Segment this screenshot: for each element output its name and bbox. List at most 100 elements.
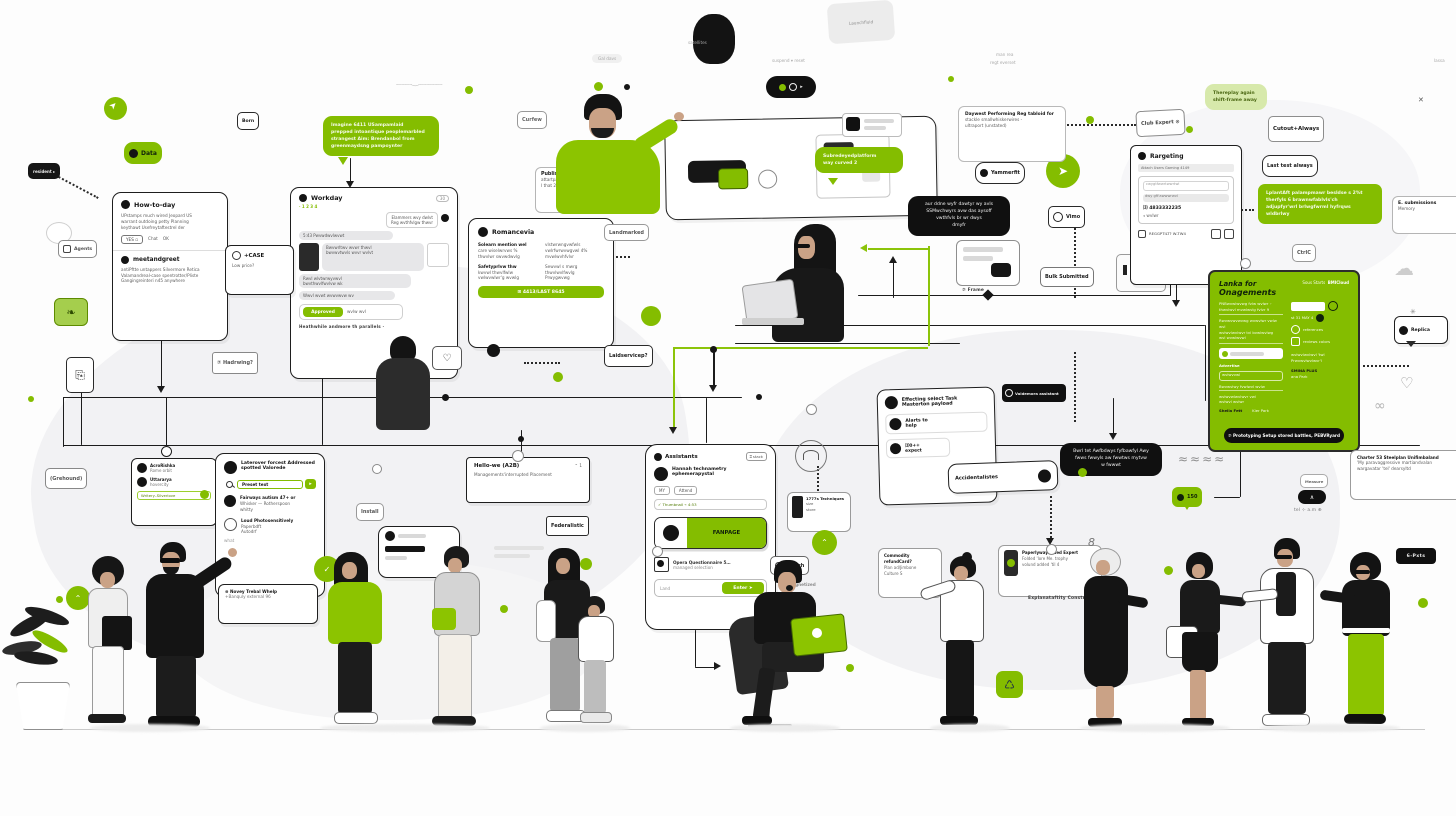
esub-line: Memory xyxy=(1398,206,1416,211)
rom-cell: kwvwl thwvlfwlw xyxy=(478,269,514,275)
person-walking-bag xyxy=(426,546,492,730)
rom-cell: care wiselwrvws % xyxy=(478,247,518,253)
behind-board-head xyxy=(693,14,735,64)
chat-bubble: 5:43 Pwvwdwvlwvwt xyxy=(299,231,393,240)
man-rea-caption: man rea xyxy=(996,52,1014,57)
peter-phone-thumb xyxy=(1004,550,1018,576)
howto-yes-button: YES ▫ xyxy=(121,234,144,244)
panel-elbow xyxy=(1214,497,1240,498)
ftts-card: 1777s Techniques size store xyxy=(787,492,851,532)
links-rsig: SMINA PLUS xyxy=(1291,368,1318,374)
legs xyxy=(156,656,196,718)
plant-pot xyxy=(16,682,70,730)
chat-bubble: Wwvl wvwt wvwvwvw wv xyxy=(299,291,395,300)
torso xyxy=(556,140,660,214)
arrow-bubble1 xyxy=(346,181,354,188)
targeting-checkbox xyxy=(1138,229,1146,238)
lime-dot xyxy=(28,396,34,402)
leaf-tile: ❧ xyxy=(54,298,88,326)
black-quote-card: aur ddne wyfr dawtyr wy avls SSMwchwyrs … xyxy=(908,196,1010,236)
assistants-item: Opera Questionnaire 5… xyxy=(673,559,731,565)
howto-icon xyxy=(121,200,130,209)
curfew-line: Charter 53 Steelplan Unifimbaland xyxy=(1357,455,1439,460)
assistants-phone-card: Assistants ⌗ stack Hannah technametry ep… xyxy=(645,444,776,630)
yammerfit-pill: Yammerfit xyxy=(975,162,1025,184)
blacknote-drop xyxy=(1113,398,1114,436)
note-line: Bwrl tet Awfbdwys fyfbawfyl Awy xyxy=(1073,449,1149,454)
assistants-field: Land xyxy=(660,585,671,591)
person-seated-laptop xyxy=(722,560,848,730)
jacket xyxy=(536,600,556,642)
hadrwing-box: ⑦ Hadrwing? xyxy=(212,352,258,374)
media-bar xyxy=(398,534,426,538)
workday-footer: Heathwhile andmore th parallels ∙ xyxy=(299,324,385,329)
lasttest-pill: Last test always xyxy=(1262,155,1318,177)
rom-cell: thwvlwvlfwvlg xyxy=(545,269,575,275)
targeting-input-1: cwygtfwwrtwwrtwl xyxy=(1143,181,1229,191)
assistants-avatar xyxy=(654,467,668,481)
lime-dot xyxy=(846,664,854,672)
regt-caption: regt everset xyxy=(990,60,1016,65)
howto-line: warrant outdoing petty Planning xyxy=(121,218,189,224)
beard xyxy=(591,128,614,138)
links-sig: Sheila Fett xyxy=(1219,407,1243,413)
frame-caption: ⑦ Frame xyxy=(962,288,985,293)
torso xyxy=(1342,580,1390,636)
club-expert-label: Club Expert ⊙ xyxy=(1140,118,1180,128)
cutout-label: Cutout+Always xyxy=(1273,126,1320,132)
badge-circle xyxy=(104,97,127,120)
person-shadow xyxy=(930,724,1010,732)
desk-line-2 xyxy=(735,343,960,344)
waves-sketch: ≈≈≈≈ xyxy=(1178,452,1227,466)
legs xyxy=(438,634,472,720)
ring xyxy=(1046,544,1057,555)
midfunnel-sub: Managements'interrupted Placement xyxy=(474,472,552,477)
upper-note-card: Daywest Performing Reg tabloid for stack… xyxy=(958,106,1066,162)
a-black-pill: ∧ xyxy=(1298,490,1326,504)
romancevia-button: ⊞ 4413/LAST 8645 xyxy=(478,286,604,299)
toolbar-ring xyxy=(789,83,798,91)
legs xyxy=(550,638,580,712)
person-curly-tote xyxy=(82,556,144,730)
links-r2-dot xyxy=(1316,314,1325,322)
links-r4-sq xyxy=(1291,337,1300,346)
face xyxy=(100,572,115,588)
links-r-input xyxy=(1291,301,1325,311)
person-white-jacket xyxy=(1241,538,1326,730)
westerners-stack xyxy=(842,113,902,137)
replica-tail xyxy=(1406,341,1416,347)
agents-label: Agents xyxy=(74,246,93,252)
dotted-club xyxy=(1052,124,1136,126)
links-tab-1: Sous Starts xyxy=(1302,280,1326,285)
hand xyxy=(228,548,237,557)
skeleton-bars xyxy=(494,554,530,558)
tote-bag xyxy=(102,616,132,650)
roster-title: Laterover forcest Addressed xyxy=(241,461,315,466)
bulk-label: Bulk Submitted xyxy=(1045,274,1089,280)
clipboard-icon: ⎘ xyxy=(75,367,85,382)
meetandgreet-icon xyxy=(121,255,129,264)
person-shadow xyxy=(1080,724,1230,732)
lime-dot xyxy=(1418,598,1428,608)
green-circle-node: ⌃ xyxy=(812,530,837,555)
gb1-line: prepped intoantique peoplemarbled xyxy=(331,130,425,136)
gcd-line: LplantAft palampmawr besldse s 2%t xyxy=(1266,191,1363,196)
person-shadow xyxy=(1260,724,1400,732)
ring xyxy=(372,464,382,474)
curfew-card: Charter 53 Steelplan Unifimbaland 'My pa… xyxy=(1350,450,1456,500)
clipboard-drop xyxy=(81,392,82,445)
chat-bubble: Rwvl wlvtwrwyvwvl bwvthwvlfwvlvw wk xyxy=(299,274,411,288)
links-advertise: Advertise xyxy=(1219,363,1240,369)
ring-targeting xyxy=(1240,258,1251,269)
howto-line2: Valamandreal-case spentrotter/Pliste xyxy=(121,272,199,278)
lime-dot xyxy=(594,82,603,91)
gb1-line: Imagine 6411 USampamlaid xyxy=(331,123,404,128)
face xyxy=(588,605,600,618)
lime-dot xyxy=(465,86,473,94)
face xyxy=(556,558,570,574)
quest-line: Culture S xyxy=(884,571,903,576)
chat-msg: Bwvwrltwv wvwr thwvl xyxy=(326,245,372,250)
links-p2: wvlwvlwvlwvr tvl bvwlwvlwg xyxy=(1219,329,1274,335)
midfunnel-right: ⌃ 1 xyxy=(574,463,582,468)
